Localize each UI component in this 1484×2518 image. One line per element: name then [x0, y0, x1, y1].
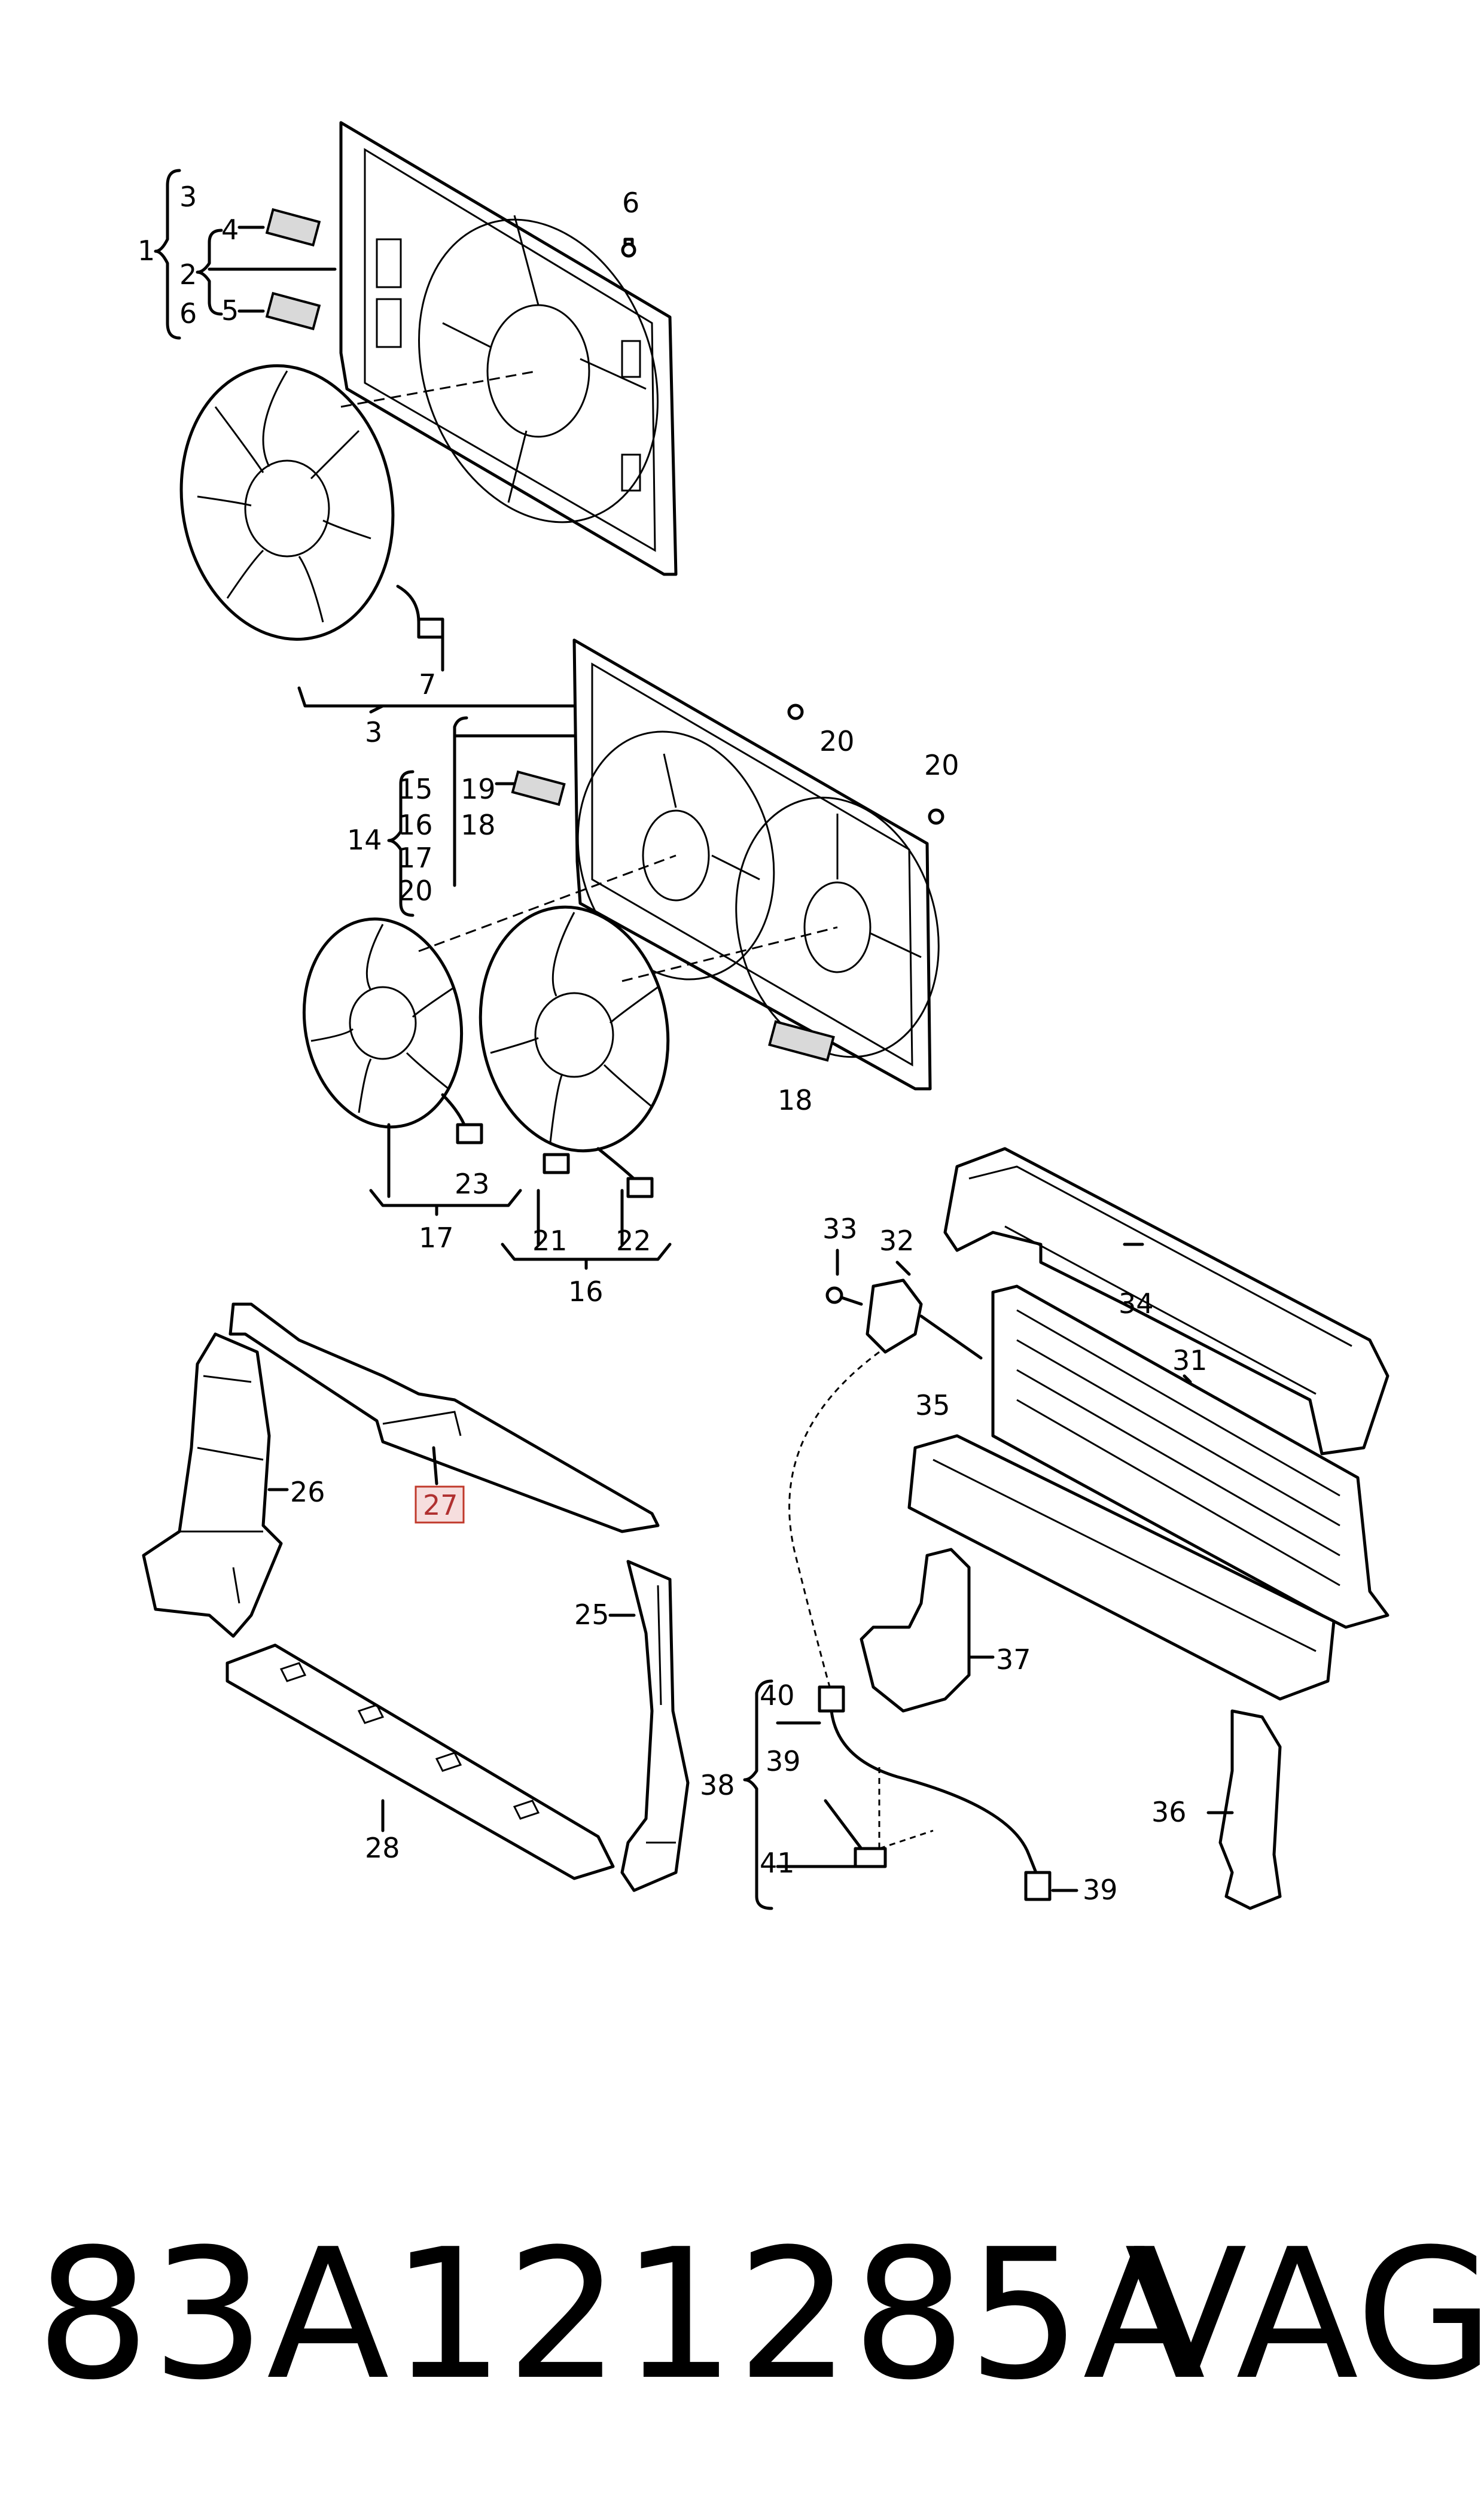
callout-6: 6 — [179, 297, 197, 330]
callout-4: 4 — [221, 214, 239, 246]
callout-labels-bottom-right: 33 32 34 31 35 37 40 38 39 36 41 39 — [700, 1213, 1208, 1906]
callout-7: 7 — [419, 668, 436, 701]
callout-19: 19 — [461, 773, 496, 805]
fan-left-middle — [302, 917, 483, 1144]
callout-3b: 3 — [365, 716, 382, 748]
callout-35: 35 — [915, 1389, 950, 1421]
callout-16: 16 — [398, 809, 433, 841]
callout-23: 23 — [455, 1168, 490, 1200]
bolt-6-top — [621, 238, 636, 258]
cover-34 — [943, 1147, 1389, 1456]
brand-label: VAG — [1125, 2211, 1484, 2419]
callout-labels-bottom-left: 26 27 25 28 — [290, 1476, 610, 1864]
callout-36: 36 — [1151, 1796, 1187, 1828]
callout-39b: 39 — [1083, 1874, 1118, 1906]
fan-top — [179, 364, 444, 641]
fan-shroud-dual — [572, 638, 940, 1091]
callout-brackets-middle — [369, 716, 672, 1270]
callout-1: 1 — [138, 235, 155, 267]
shutter-frame-31 — [991, 1284, 1389, 1629]
callout-brackets-top — [154, 169, 624, 714]
callout-20b: 20 — [924, 749, 959, 781]
callout-14: 14 — [347, 824, 382, 856]
highlight-box-27 — [415, 1485, 465, 1524]
callout-32: 32 — [879, 1225, 915, 1257]
callout-labels-middle: 20 20 15 19 16 18 14 17 20 18 23 17 21 2… — [347, 725, 959, 1308]
fan-shroud-top — [339, 121, 678, 576]
callout-22: 22 — [616, 1225, 651, 1257]
callout-41: 41 — [760, 1847, 795, 1879]
callout-labels-top: 3 4 1 2 5 6 6 7 3 — [138, 181, 639, 748]
callout-18: 18 — [461, 809, 496, 841]
air-guide-35 — [907, 1434, 1336, 1701]
callout-26: 26 — [290, 1476, 325, 1508]
air-guide-26 — [142, 1332, 283, 1638]
callout-39: 39 — [766, 1745, 801, 1777]
callout-3: 3 — [179, 181, 197, 213]
bolt-20-a — [787, 704, 804, 720]
callout-17b: 17 — [419, 1222, 454, 1254]
bracket-36 — [1218, 1709, 1282, 1910]
callout-6b: 6 — [622, 187, 639, 219]
bracket-37 — [860, 1548, 971, 1713]
callout-18b: 18 — [778, 1084, 813, 1116]
callout-33: 33 — [822, 1213, 858, 1245]
callout-31: 31 — [1172, 1344, 1208, 1377]
air-guide-28 — [226, 1643, 615, 1880]
bolt-20-b — [928, 808, 944, 825]
part-number: 83A121285A — [36, 2211, 1207, 2419]
callout-20c: 20 — [398, 875, 433, 907]
callout-25: 25 — [574, 1599, 610, 1631]
callout-16b: 16 — [568, 1275, 604, 1308]
fan-right-middle — [479, 905, 670, 1198]
callout-15: 15 — [398, 773, 433, 805]
callout-38: 38 — [700, 1769, 735, 1801]
callout-21: 21 — [532, 1225, 568, 1257]
sensor-wiring-38 — [788, 1351, 1052, 1901]
air-guide-27 — [228, 1302, 660, 1533]
callout-28: 28 — [365, 1832, 400, 1864]
callout-2: 2 — [179, 258, 197, 291]
callout-17: 17 — [398, 842, 433, 874]
footer: 83A121285A VAG — [30, 2211, 1484, 2419]
callout-27: 27 — [423, 1489, 458, 1521]
callout-5: 5 — [221, 294, 239, 327]
callout-34: 34 — [1119, 1287, 1154, 1320]
callout-37: 37 — [996, 1643, 1031, 1676]
callout-40: 40 — [760, 1679, 795, 1712]
air-guide-25 — [620, 1560, 690, 1892]
actuator-32 — [825, 1278, 983, 1360]
callout-leaders-bottom-left — [267, 1446, 636, 1832]
callout-brackets-bottom-right — [743, 1243, 1234, 1910]
callout-20: 20 — [819, 725, 855, 757]
